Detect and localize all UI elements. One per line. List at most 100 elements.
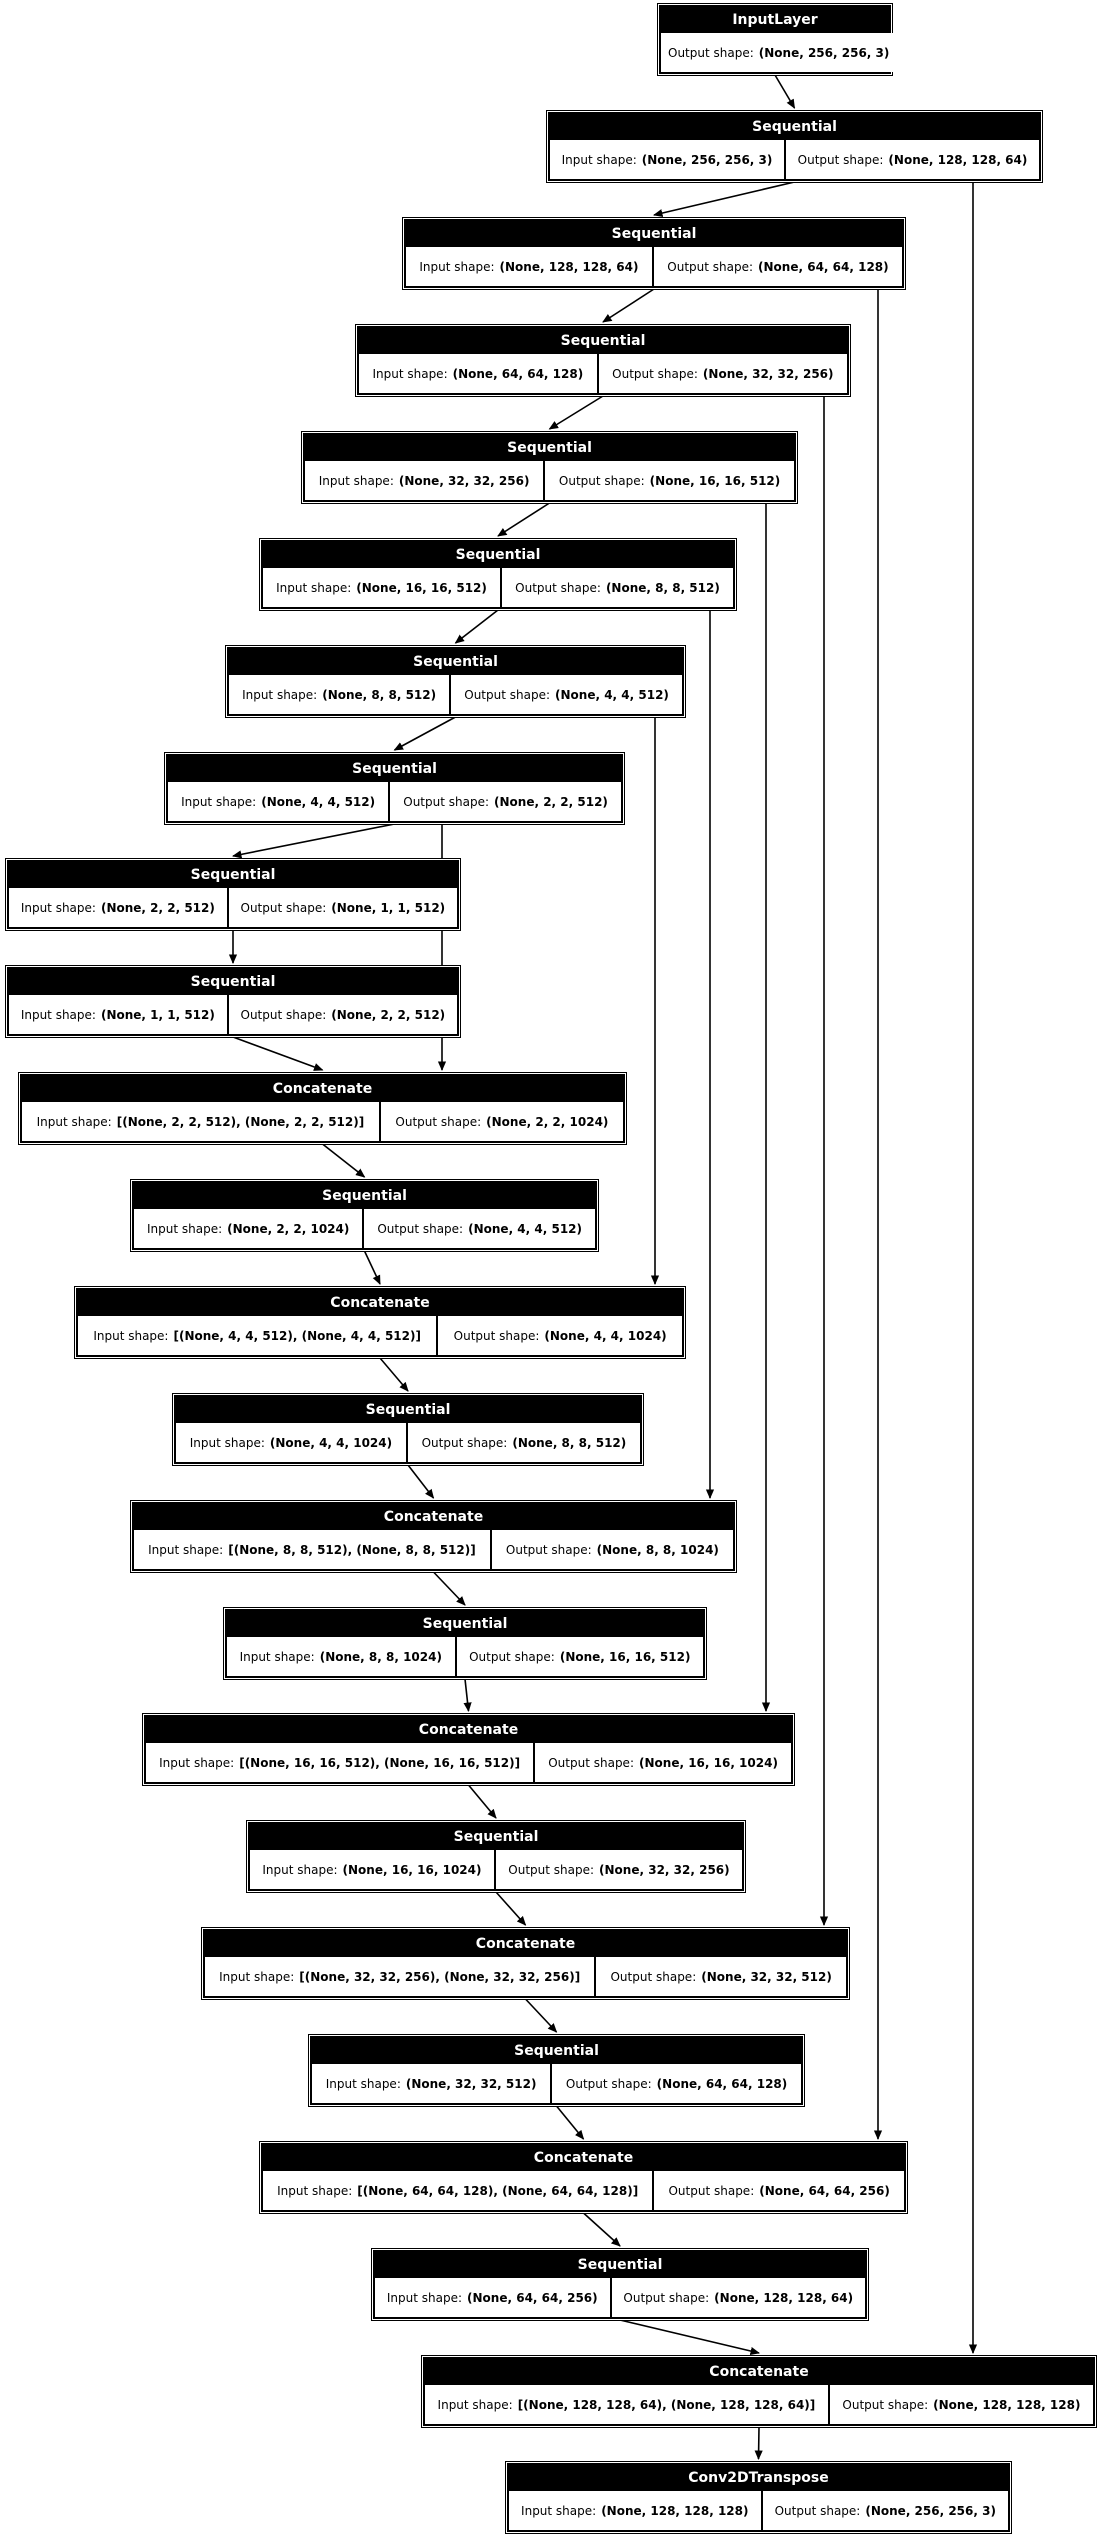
- output-shape-prefix: Output shape:: [421, 1435, 508, 1450]
- layer-type-label: Concatenate: [272, 1081, 373, 1097]
- input-shape-prefix: Input shape:: [242, 687, 318, 702]
- layer-shapes-row: Input shape:(None, 8, 8, 512)Output shap…: [229, 675, 682, 714]
- input-shape-prefix: Input shape:: [277, 2183, 353, 2198]
- input-shape-value: (None, 4, 4, 1024): [269, 1435, 393, 1450]
- output-shape-value: (None, 2, 2, 1024): [486, 1114, 609, 1129]
- layer-shapes-row: Input shape:[(None, 128, 128, 64), (None…: [425, 2385, 1094, 2424]
- input-shape-prefix: Input shape:: [318, 473, 394, 488]
- output-shape-cell: Output shape:(None, 8, 8, 1024): [491, 1530, 733, 1569]
- input-shape-prefix: Input shape:: [239, 1649, 315, 1664]
- layer-type-label: Sequential: [507, 440, 592, 456]
- input-shape-cell: Input shape:(None, 128, 128, 128): [509, 2491, 761, 2530]
- output-shape-prefix: Output shape:: [240, 1007, 327, 1022]
- layer-shapes-row: Input shape:(None, 16, 16, 512) Output sh…: [263, 568, 733, 607]
- output-shape-cell: Output shape:(None, 64, 64, 128): [653, 247, 903, 286]
- output-shape-value: (None, 32, 32, 256): [702, 366, 834, 381]
- flow-arrow: [232, 1036, 324, 1071]
- layer-type-label: Sequential: [453, 1829, 539, 1845]
- output-shape-value: (None, 64, 64, 128): [656, 2076, 788, 2091]
- output-shape-value: (None, 32, 32, 512): [701, 1969, 832, 1984]
- layer-type-label: Concatenate: [533, 2150, 634, 2166]
- output-shape-cell: Output shape: (None, 4, 4, 512): [451, 675, 682, 714]
- input-shape-cell: Input shape:(None, 16, 16, 512): [263, 568, 501, 607]
- input-shape-prefix: Input shape:: [146, 1221, 223, 1236]
- layer-type-label: InputLayer: [732, 12, 818, 28]
- input-shape-prefix: Input shape:: [36, 1114, 112, 1129]
- input-shape-prefix: Input shape:: [325, 2076, 401, 2091]
- layer-shapes-row: Input shape:(None, 8, 8, 1024)Output sha…: [227, 1637, 703, 1676]
- output-shape-cell: Output shape:(None, 1, 1, 512): [228, 888, 457, 927]
- layer-type-label: Sequential: [514, 2043, 599, 2059]
- input-shape-cell: Input shape:[(None, 8, 8, 512), (None, 8…: [134, 1530, 490, 1569]
- layer-shapes-row: Input shape:(None, 32, 32, 256)Output sh…: [305, 461, 794, 500]
- output-shape-prefix: Output shape:: [515, 580, 601, 595]
- layer-shapes-row: Input shape:(None, 4, 4, 512)Output shap…: [168, 782, 621, 821]
- output-shape-value: (None, 64, 64, 256): [759, 2183, 890, 2198]
- flow-arrow: [432, 1571, 466, 1606]
- flow-arrow: [497, 502, 550, 537]
- input-shape-cell: Input shape:(None, 32, 32, 512): [312, 2064, 551, 2103]
- output-shape-value: (None, 8, 8, 1024): [596, 1542, 719, 1557]
- output-shape-cell: Output shape:(None, 128, 128, 128): [829, 2385, 1094, 2424]
- layer-type-label: Concatenate: [383, 1509, 484, 1525]
- output-shape-prefix: Output shape:: [469, 1649, 555, 1664]
- input-shape-cell: Input shape: [(None, 2, 2, 512), (None, 2…: [22, 1102, 379, 1141]
- layer-shapes-row: Input shape:(None, 128, 128, 128) Output …: [509, 2491, 1009, 2530]
- layer-type-label: Concatenate: [418, 1722, 519, 1738]
- input-shape-cell: Input shape:(None, 64, 64, 256): [375, 2278, 610, 2317]
- output-shape-value: (None, 2, 2, 512): [494, 794, 608, 809]
- input-shape-prefix: Input shape:: [386, 2290, 463, 2305]
- output-shape-value: (None, 256, 256, 3): [758, 45, 890, 60]
- input-shape-value: (None, 128, 128, 64): [499, 259, 639, 274]
- flow-arrow: [619, 2319, 760, 2356]
- output-shape-prefix: Output shape:: [842, 2397, 929, 2412]
- output-shape-value: (None, 4, 4, 512): [555, 687, 669, 702]
- layer-shapes-row: Input shape:[(None, 16, 16, 512), (None,…: [146, 1743, 792, 1782]
- input-shape-value: [(None, 2, 2, 512), (None, 2, 2, 512)]: [116, 1114, 365, 1129]
- output-shape-value: (None, 16, 16, 512): [649, 473, 781, 488]
- output-shape-cell: Output shape:(None, 128, 128, 64): [611, 2278, 866, 2317]
- input-shape-value: (None, 4, 4, 512): [261, 794, 376, 809]
- output-shape-prefix: Output shape:: [453, 1328, 540, 1343]
- flow-arrow: [322, 1143, 366, 1178]
- input-shape-cell: Input shape:(None, 16, 16, 1024): [250, 1850, 494, 1889]
- input-shape-prefix: Input shape:: [437, 2397, 513, 2412]
- input-shape-cell: Input shape:(None, 64, 64, 128): [359, 354, 597, 393]
- layer-shapes-row: Input shape:(None, 64, 64, 128)Output sh…: [359, 354, 847, 393]
- input-shape-cell: Input shape:[(None, 64, 64, 128), (None,…: [263, 2171, 653, 2210]
- output-shape-value: (None, 256, 256, 3): [865, 2503, 996, 2518]
- layer-type-label: Sequential: [190, 974, 276, 990]
- output-shape-prefix: Output shape:: [774, 2503, 861, 2518]
- flow-arrow: [774, 74, 796, 109]
- output-shape-cell: Output shape:(None, 16, 16, 512): [545, 461, 794, 500]
- output-shape-prefix: Output shape:: [464, 687, 551, 702]
- input-shape-prefix: Input shape:: [276, 580, 352, 595]
- layer-shapes-row: Input shape: [(None, 2, 2, 512), (None, 2…: [22, 1102, 623, 1141]
- output-shape-cell: Output shape:(None, 8, 8, 512): [407, 1423, 640, 1462]
- input-shape-cell: Input shape:(None, 32, 32, 256): [305, 461, 544, 500]
- layer-type-label: Sequential: [365, 1402, 451, 1418]
- output-shape-cell: Output shape:(None, 16, 16, 512): [456, 1637, 703, 1676]
- layer-shapes-row: Input shape:[(None, 8, 8, 512), (None, 8…: [134, 1530, 733, 1569]
- output-shape-value: (None, 4, 4, 1024): [544, 1328, 667, 1343]
- flow-arrow: [653, 181, 795, 218]
